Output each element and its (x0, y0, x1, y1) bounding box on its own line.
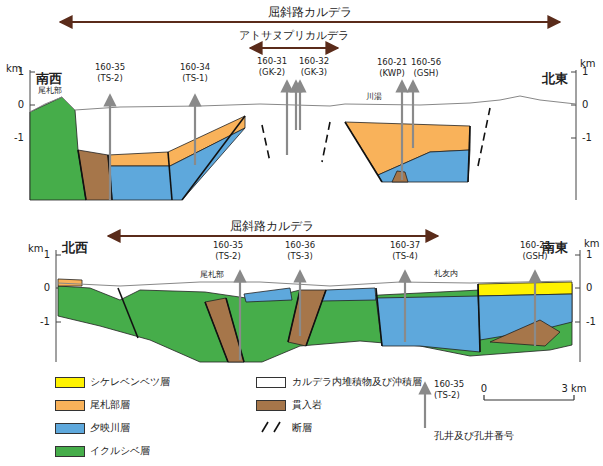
axis-tick: -1 (40, 316, 50, 327)
borehole-number: 160-36 (285, 241, 315, 250)
caldera-name: 屈斜路カルデラ (230, 220, 314, 233)
borehole-number: 160-21 (377, 58, 407, 67)
direction-label: 北西 (62, 241, 88, 255)
borehole-id: (TS-2) (97, 74, 123, 83)
scale-label: 0 (481, 383, 487, 394)
axis-unit: km (584, 238, 600, 249)
axis-tick: 0 (582, 99, 588, 110)
borehole-number: 160-31 (257, 57, 287, 66)
legend-swatch (256, 400, 286, 411)
legend-label: 断層 (292, 422, 312, 433)
axis-tick: 1 (586, 249, 592, 260)
legend-swatch (256, 377, 286, 388)
borehole-number: 160-35 (95, 63, 125, 72)
scale-label: 3 km (561, 383, 586, 394)
borehole-id: (GSH) (413, 69, 438, 78)
place-name: 尾札部 (200, 271, 224, 280)
axis-tick: -1 (582, 132, 592, 143)
legend-label: カルデラ内堆積物及び沖積層 (292, 376, 422, 387)
caldera-name: 屈斜路カルデラ (268, 6, 352, 19)
legend-swatch (55, 400, 85, 411)
axis-tick: -1 (14, 132, 24, 143)
legend-label: 貫入岩 (292, 399, 322, 410)
legend-label: 夕映川層 (90, 422, 130, 433)
borehole-id: (GK-3) (301, 68, 327, 77)
axis-tick: 0 (44, 282, 50, 293)
place-name: 川湯 (366, 93, 382, 102)
borehole-number: 160-32 (299, 57, 329, 66)
axis-tick: 1 (44, 249, 50, 260)
legend-swatch (55, 446, 85, 457)
direction-label: 南西 (36, 72, 62, 86)
direction-label: 北東 (542, 72, 568, 86)
axis-tick: -1 (586, 316, 596, 327)
legend-label: シケレベンベツ層 (90, 376, 170, 387)
legend-label: 孔井及び孔井番号 (434, 430, 514, 441)
borehole-id: (TS-4) (392, 252, 418, 261)
borehole-number: 160-37 (390, 241, 420, 250)
borehole-id: (GSH) (522, 252, 547, 261)
borehole-id: (GK-2) (259, 68, 285, 77)
caldera-name: アトサヌプリカルデラ (239, 30, 349, 42)
borehole-number: 160-56 (411, 58, 441, 67)
legend-label: イクルシベ層 (90, 445, 150, 456)
borehole-id: (KWP) (379, 69, 404, 78)
borehole-id: (TS-2) (215, 252, 241, 261)
axis-tick: 1 (18, 66, 24, 77)
axis-tick: 0 (586, 282, 592, 293)
borehole-id: (TS-1) (182, 74, 208, 83)
borehole-number: 160-35 (434, 380, 464, 389)
legend-swatch (55, 423, 85, 434)
axis-unit: km (28, 243, 44, 254)
borehole-id: (TS-2) (434, 391, 460, 400)
borehole-number: 160-34 (180, 63, 210, 72)
borehole-id: (TS-3) (287, 252, 313, 261)
legend-swatch (55, 377, 85, 388)
axis-tick: 1 (582, 66, 588, 77)
borehole-number: 160-25 (520, 241, 550, 250)
borehole-number: 160-35 (213, 241, 243, 250)
axis-tick: 0 (18, 99, 24, 110)
place-name: 札友内 (434, 270, 458, 279)
legend-label: 尾札部層 (90, 399, 130, 410)
place-name: 尾札部 (38, 87, 62, 96)
